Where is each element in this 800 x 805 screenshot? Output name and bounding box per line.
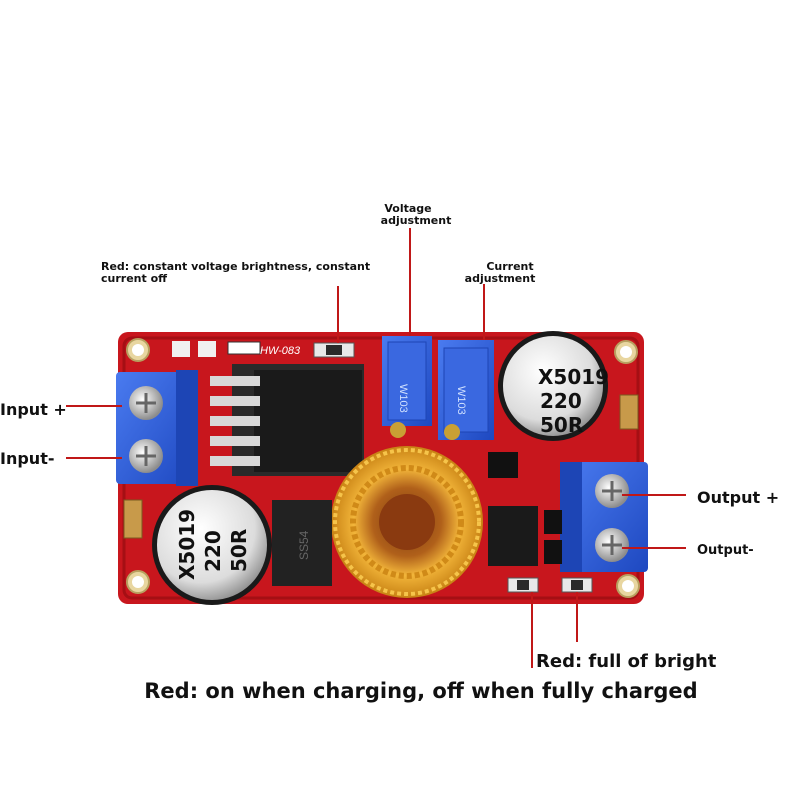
input-terminal-block — [116, 370, 198, 486]
current-potentiometer: W103 — [438, 340, 494, 440]
svg-text:W103: W103 — [397, 384, 409, 413]
full-led — [561, 577, 593, 593]
svg-text:W103: W103 — [455, 386, 467, 415]
charging-note: Red: on when charging, off when fully ch… — [144, 679, 697, 703]
cv-status-led — [313, 342, 355, 358]
svg-text:50R: 50R — [227, 529, 251, 572]
svg-text:220: 220 — [201, 530, 225, 572]
capacitor-bottom: X5019 220 50R — [152, 485, 272, 605]
charging-led — [507, 577, 539, 593]
voltage-potentiometer: W103 — [382, 336, 432, 438]
annotation-arrows — [66, 228, 686, 668]
voltage-adjustment-label-line2: adjustment — [381, 214, 452, 227]
input-minus-label: Input- — [0, 449, 54, 468]
capacitor-top: X5019 220 50R — [498, 331, 609, 441]
current-adjustment-label-line2: adjustment — [465, 272, 536, 285]
output-plus-label: Output + — [697, 488, 779, 507]
cv-led-note: Red: constant voltage brightness, consta… — [101, 260, 370, 273]
cv-led-note-line2: current off — [101, 272, 167, 285]
svg-text:50R: 50R — [540, 413, 583, 437]
silkscreen-label: HW-083 — [260, 345, 301, 357]
regulator-chip — [210, 364, 364, 476]
svg-text:SS54: SS54 — [297, 530, 311, 560]
input-plus-label: Input + — [0, 400, 67, 419]
current-adjustment-label: Current — [486, 260, 533, 273]
schottky-diode: SS54 — [272, 500, 332, 586]
output-minus-label: Output- — [697, 543, 754, 558]
full-led-note: Red: full of bright — [536, 651, 717, 672]
toroid-inductor — [331, 446, 483, 598]
svg-text:220: 220 — [540, 389, 582, 413]
control-ic — [488, 506, 538, 566]
output-terminal-block — [560, 462, 648, 572]
svg-text:X5019: X5019 — [538, 365, 609, 389]
svg-text:X5019: X5019 — [175, 509, 199, 580]
voltage-adjustment-label: Voltage — [384, 202, 431, 215]
